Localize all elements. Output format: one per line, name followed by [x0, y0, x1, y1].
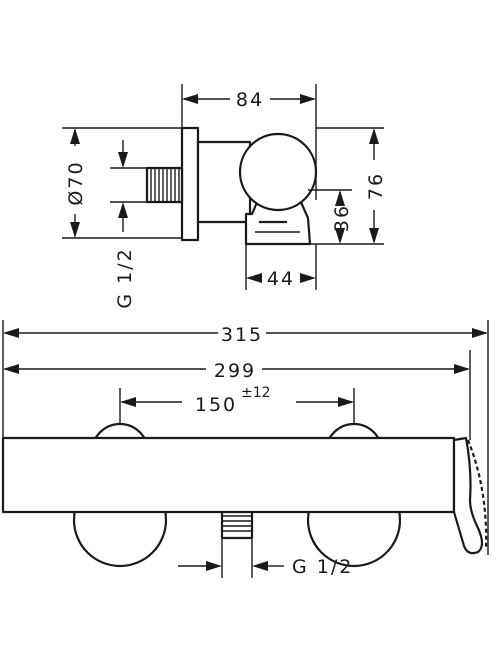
front-view: 315 299 150 ±12: [1, 320, 489, 578]
dim-thread-front: G 1/2: [178, 538, 353, 578]
mixer-body: [1, 436, 456, 514]
side-view: 84 Ø70 G 1/2: [62, 84, 387, 309]
dim-315: 315: [2, 320, 489, 555]
dim-299-label: 299: [214, 360, 256, 382]
dim-150-tolerance: ±12: [241, 385, 271, 401]
outlet-thread-lines: [222, 515, 252, 532]
wall-plate: [180, 126, 200, 242]
dim-299: 299: [3, 350, 471, 440]
dim-76-label: 76: [365, 172, 387, 200]
dim-76: 76: [310, 127, 387, 245]
dim-thread-side-label: G 1/2: [114, 247, 136, 308]
dim-315-label: 315: [221, 324, 263, 346]
dim-150: 150 ±12: [119, 385, 355, 438]
thread-lines: [150, 168, 180, 202]
threaded-connector: [145, 166, 184, 204]
dim-44: 44: [245, 244, 317, 290]
dim-36: 36: [308, 189, 353, 244]
lever: [452, 436, 484, 555]
dim-thread-front-label: G 1/2: [292, 556, 353, 578]
dim-84-label: 84: [236, 89, 264, 111]
dim-84: 84: [181, 84, 317, 200]
dim-thread-side: G 1/2: [110, 140, 147, 309]
dim-44-label: 44: [267, 268, 295, 290]
dim-diameter-label: Ø70: [65, 160, 87, 205]
dim-150-label: 150: [195, 394, 237, 416]
knob: [238, 132, 318, 212]
dim-diameter: Ø70: [62, 127, 182, 239]
lever-swing: [466, 439, 488, 551]
dim-36-label: 36: [331, 204, 353, 232]
outlet-fitting: [220, 508, 254, 540]
